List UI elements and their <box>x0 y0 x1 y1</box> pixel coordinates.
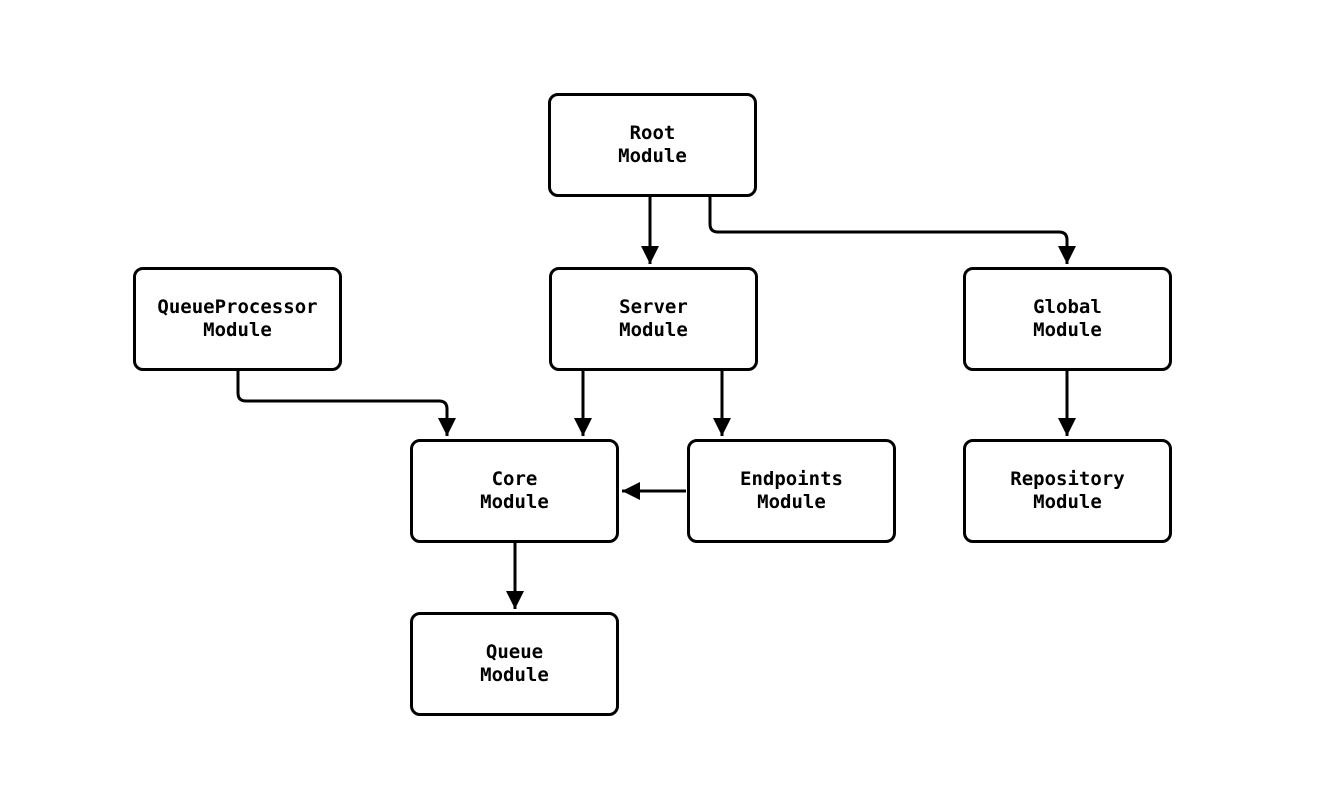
node-label-line: Module <box>757 491 826 513</box>
node-queueprocessor-module: QueueProcessor Module <box>133 267 342 371</box>
node-repository-module: Repository Module <box>963 439 1172 543</box>
node-label-line: Root <box>629 122 676 144</box>
node-queue-module: Queue Module <box>410 612 619 716</box>
node-label-line: Module <box>203 319 272 341</box>
node-label-line: Module <box>618 145 687 167</box>
node-root-module: Root Module <box>548 93 757 197</box>
edge-root-global <box>708 197 1076 264</box>
node-server-module: Server Module <box>549 267 758 371</box>
node-label-line: Module <box>1033 319 1102 341</box>
node-label-line: Module <box>619 319 688 341</box>
node-label-line: QueueProcessor <box>157 296 318 318</box>
node-label-line: Queue <box>485 641 544 663</box>
node-label-line: Server <box>619 296 688 318</box>
node-endpoints-module: Endpoints Module <box>687 439 896 543</box>
node-label-line: Core <box>491 468 538 490</box>
node-label-line: Repository <box>1010 468 1125 490</box>
node-global-module: Global Module <box>963 267 1172 371</box>
node-label-line: Module <box>480 664 549 686</box>
node-label-line: Module <box>1033 491 1102 513</box>
node-label-line: Global <box>1033 296 1102 318</box>
node-core-module: Core Module <box>410 439 619 543</box>
node-label-line: Module <box>480 491 549 513</box>
node-label-line: Endpoints <box>740 468 843 490</box>
edge-queueprocessor-core <box>236 370 456 436</box>
